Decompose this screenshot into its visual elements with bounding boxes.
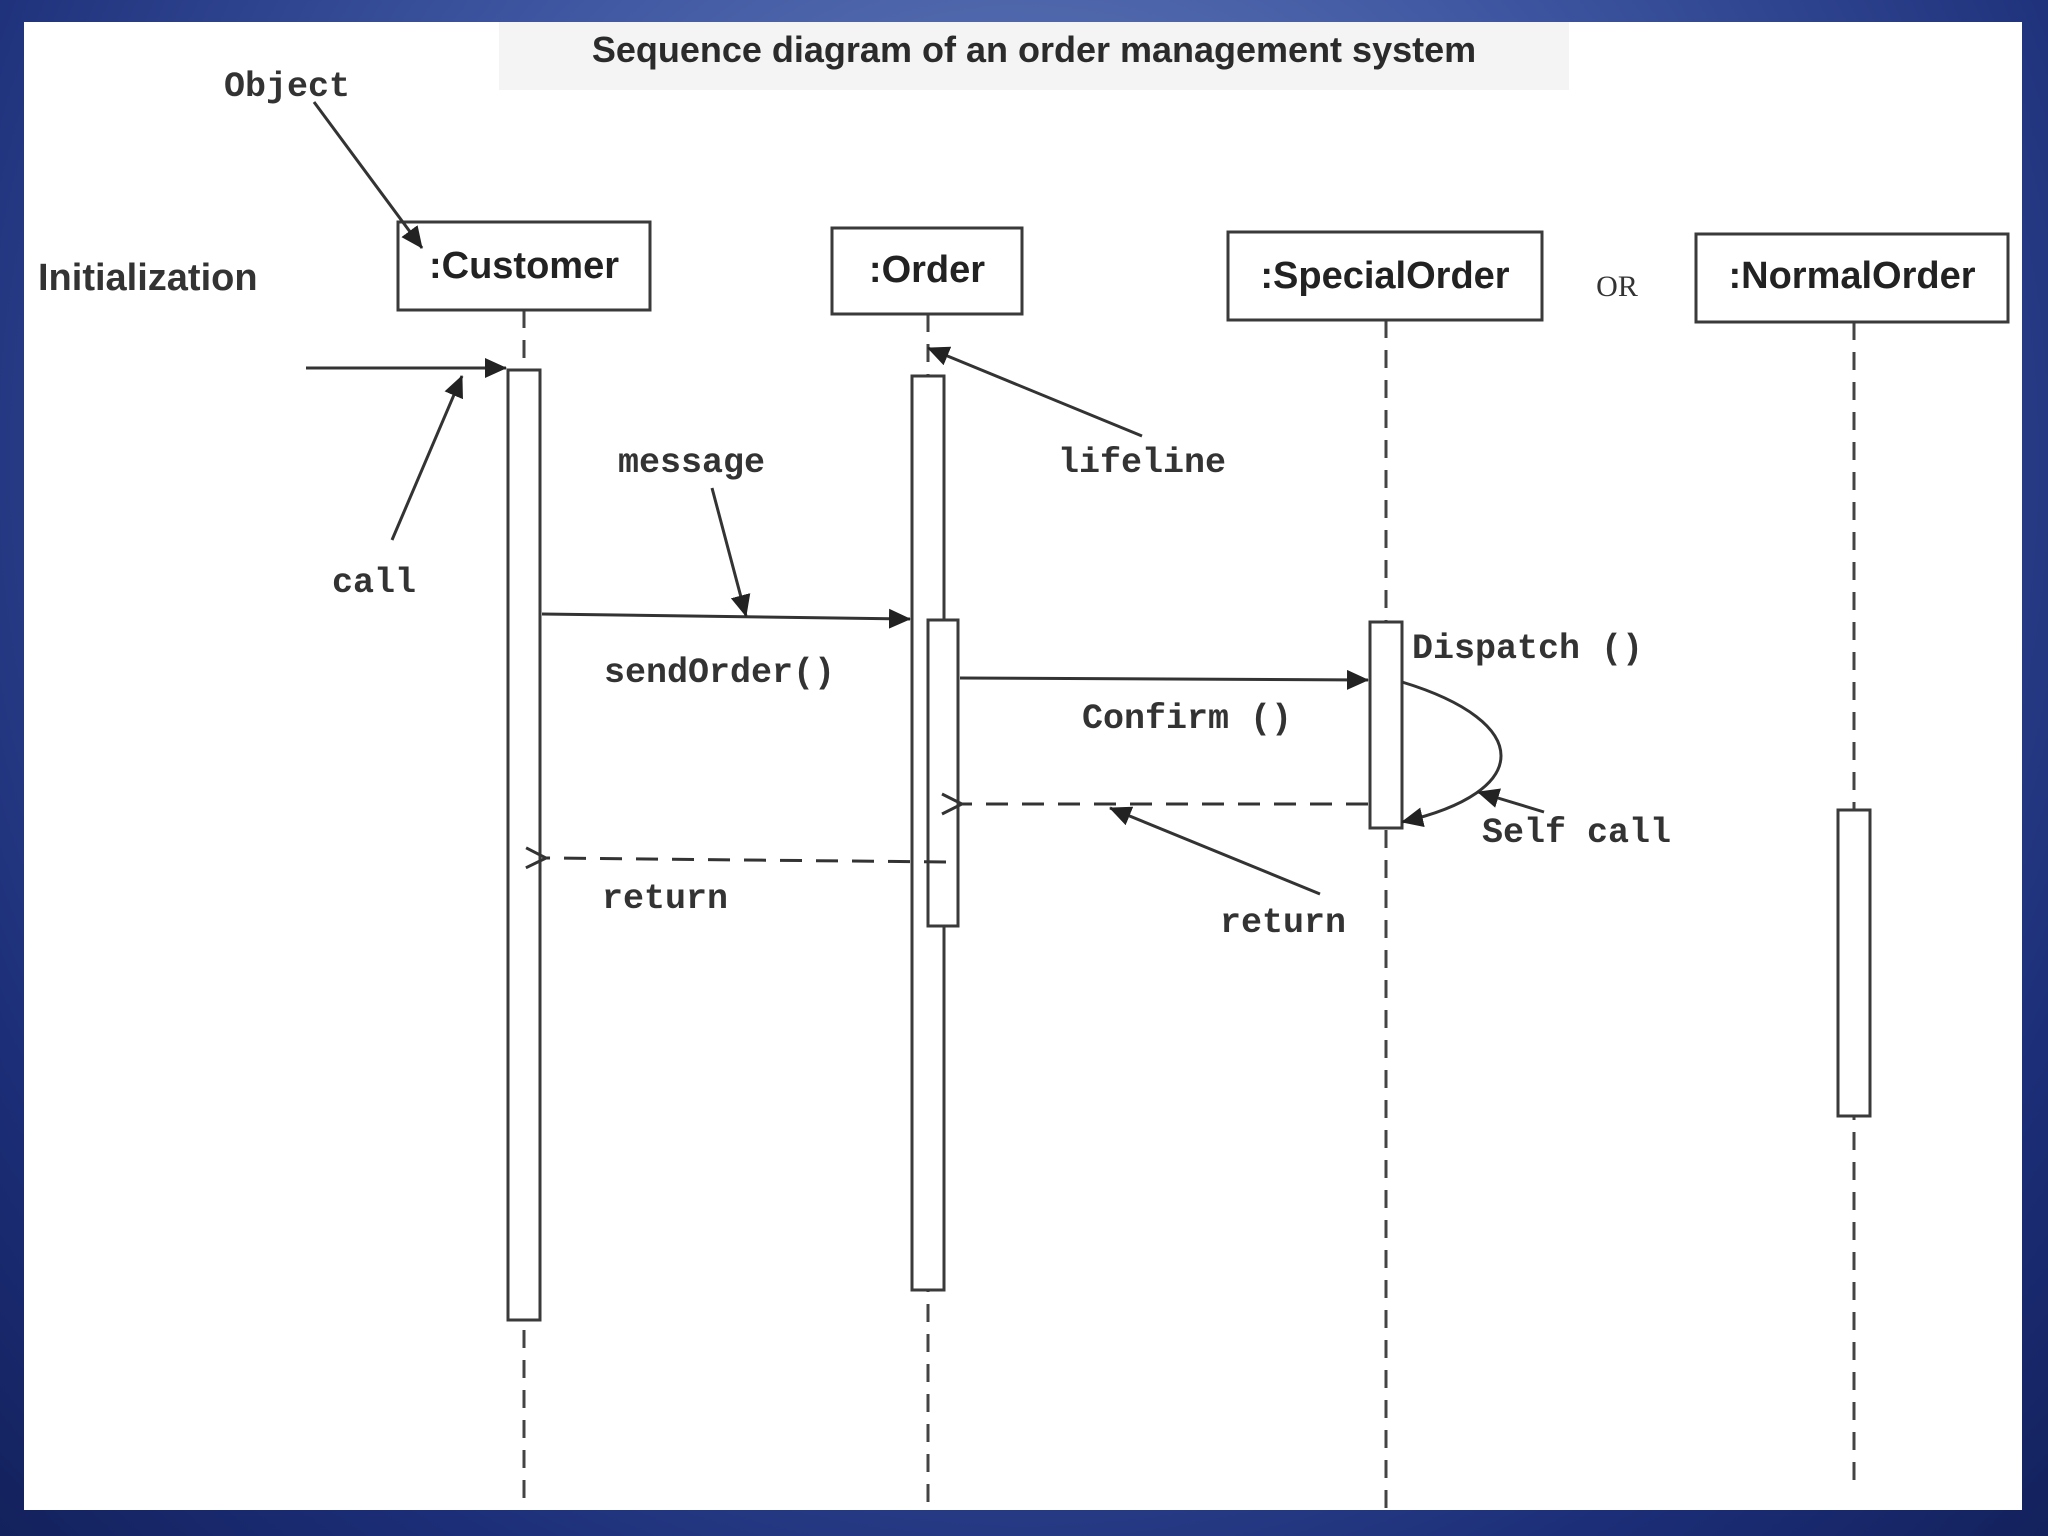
diagram-title: Sequence diagram of an order management …	[592, 29, 1476, 70]
confirm-label: Confirm ()	[1082, 699, 1292, 739]
self-call-arrow	[1401, 680, 1503, 828]
specialorder-activation	[1368, 620, 1404, 830]
normalorder-activation	[1836, 808, 1872, 1118]
sendorder-arrow	[541, 608, 911, 629]
return-pointer-arrow	[1109, 806, 1321, 896]
sendorder-label: sendOrder()	[604, 653, 835, 693]
or-label: OR	[1596, 270, 1638, 303]
call-pointer-arrow	[390, 375, 464, 541]
initialization-label: Initialization	[38, 257, 258, 299]
lifeline-annotation-label: lifeline	[1058, 443, 1226, 483]
normalorder-object-label: :NormalOrder	[1728, 255, 1975, 297]
order-nested-activation	[926, 618, 960, 928]
dispatch-label: Dispatch ()	[1412, 629, 1643, 669]
customer-activation	[506, 368, 542, 1322]
return-to-customer-arrow	[546, 858, 947, 862]
diagram-canvas: Sequence diagram of an order management …	[24, 22, 2022, 1510]
dispatch-arrow	[959, 669, 1369, 690]
order-object: :Order	[830, 226, 1024, 316]
message-pointer-arrow	[710, 487, 751, 617]
self-call-annotation-label: Self call	[1482, 813, 1671, 853]
customer-object: :Customer	[396, 220, 652, 312]
object-annotation-label: Object	[224, 67, 350, 107]
return-to-customer-label: return	[602, 879, 728, 919]
customer-object-label: :Customer	[429, 245, 619, 287]
return-annotation-label: return	[1220, 903, 1346, 943]
self-call-pointer-arrow	[1477, 788, 1545, 814]
sequence-diagram: Sequence diagram of an order management …	[38, 22, 2010, 1510]
specialorder-object: :SpecialOrder	[1226, 230, 1544, 322]
message-annotation-label: message	[618, 443, 765, 483]
order-object-label: :Order	[869, 249, 985, 291]
call-annotation-label: call	[332, 563, 416, 603]
lifeline-pointer-arrow	[927, 346, 1143, 438]
title-background	[499, 22, 1569, 90]
specialorder-object-label: :SpecialOrder	[1260, 255, 1509, 297]
normalorder-object: :NormalOrder	[1694, 232, 2010, 324]
object-pointer-arrow	[312, 101, 424, 249]
